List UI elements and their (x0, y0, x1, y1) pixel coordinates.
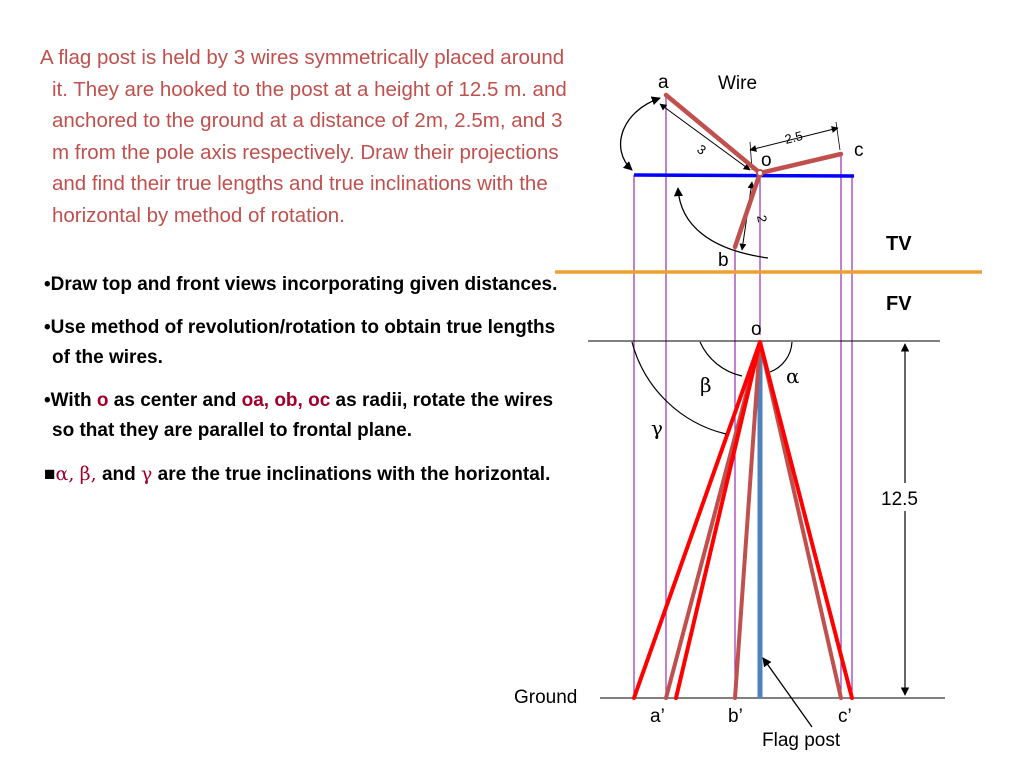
label-b: b (718, 250, 729, 271)
highlight-radii: oa, ob, oc (241, 390, 331, 411)
label-ground: Ground (514, 687, 577, 708)
bullet-marker: • (44, 274, 51, 295)
label-front-view: FV (886, 293, 912, 315)
instruction-text: Draw top and front views incorporating g… (50, 274, 558, 295)
problem-statement: A flag post is held by 3 wires symmetric… (40, 46, 567, 227)
instruction-item-2: •Use method of revolution/rotation to ob… (44, 313, 559, 373)
bullet-marker: • (44, 317, 51, 338)
top-view-wires (663, 92, 844, 250)
label-wire: Wire (718, 73, 757, 94)
instruction-text: and (96, 464, 142, 485)
instruction-item-1: •Draw top and front views incorporating … (44, 270, 559, 300)
bullet-marker: ■ (44, 464, 56, 485)
angle-arc-alpha (769, 341, 793, 373)
instruction-text: as radii, rotate the wires so that they … (52, 390, 554, 441)
rotation-line-top-view (633, 173, 855, 178)
dimension-oa-label: 3 (694, 141, 709, 157)
dimension-height-label: 12.5 (881, 489, 918, 510)
label-a-prime: a’ (650, 706, 665, 727)
point-o-top (756, 169, 764, 177)
label-o-top: o (761, 150, 772, 171)
alpha-symbol: α, (55, 463, 75, 485)
wire-oc-top (757, 151, 844, 176)
label-beta: β (700, 373, 712, 397)
dimension-oa (659, 103, 751, 171)
label-b-prime: b’ (728, 706, 743, 727)
bullet-marker: • (44, 390, 51, 411)
front-view-wires (664, 340, 843, 700)
dimension-oc (749, 126, 839, 152)
flag-post-pointer (762, 657, 813, 728)
instruction-text: Use method of revolution/rotation to obt… (50, 317, 556, 368)
dimension-height-bg (876, 483, 930, 511)
projector-lines (633, 95, 853, 698)
highlight-center: o (96, 390, 109, 411)
label-top-view: TV (886, 233, 912, 255)
rotation-arc-a (619, 96, 661, 171)
true-length-b (674, 340, 762, 700)
label-gamma: γ (651, 416, 663, 440)
dimension-ob-label: 2 (754, 214, 770, 224)
label-a: a (658, 72, 669, 93)
instruction-text: are the true inclinations with the horiz… (152, 464, 551, 485)
label-alpha: α (786, 364, 800, 388)
instruction-list: •Draw top and front views incorporating … (44, 270, 559, 503)
label-flag-post: Flag post (762, 730, 841, 751)
dimension-oc-extension (835, 121, 841, 151)
true-length-lines (632, 340, 854, 700)
wire-oa-top (663, 92, 763, 176)
angle-arc-gamma (631, 341, 727, 435)
dimension-oc-label: 2.5 (783, 128, 804, 147)
true-length-c (758, 340, 854, 700)
rotation-arc-b (673, 187, 769, 259)
instruction-text: as center and (108, 390, 242, 411)
beta-symbol: β, (79, 463, 97, 485)
gamma-symbol: γ (141, 463, 153, 485)
instruction-text: With (50, 390, 97, 411)
wire-ob-front (733, 340, 762, 700)
angle-arc-beta (699, 341, 743, 377)
label-o-front: o (751, 319, 762, 340)
instruction-item-4: ■α, β, and γ are the true inclinations w… (44, 459, 559, 490)
instruction-item-3: •With o as center and oa, ob, oc as radi… (44, 386, 559, 446)
label-c: c (854, 140, 864, 161)
true-length-a (632, 340, 762, 700)
wire-ob-top (732, 170, 763, 250)
label-c-prime: c’ (838, 706, 852, 727)
